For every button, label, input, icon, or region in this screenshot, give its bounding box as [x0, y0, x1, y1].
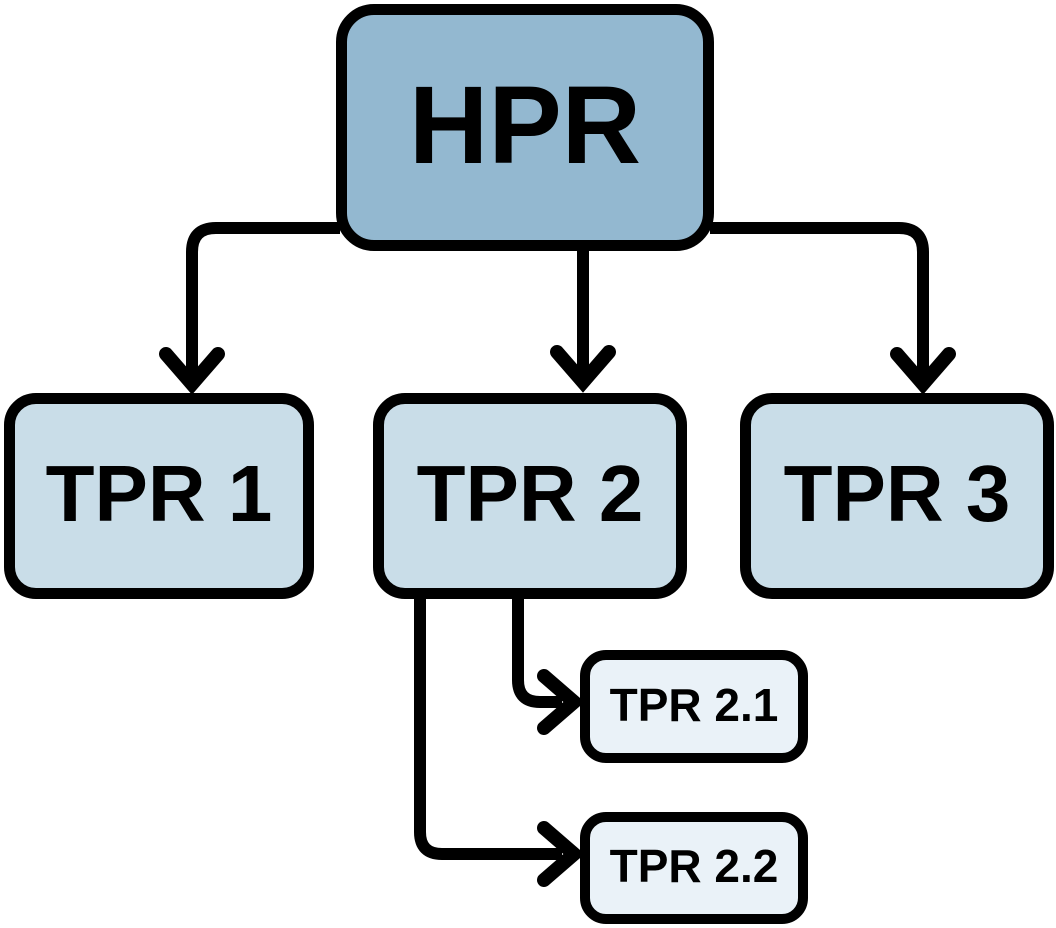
- node-tpr21-label: TPR 2.1: [609, 678, 779, 731]
- connector-hpr-tpr3: [710, 222, 956, 395]
- connector-hpr-tpr1: [159, 222, 340, 395]
- node-tpr21: TPR 2.1: [580, 650, 808, 763]
- node-tpr1-label: TPR 1: [45, 449, 273, 538]
- node-tpr3: TPR 3: [740, 393, 1054, 599]
- node-tpr3-label: TPR 3: [783, 449, 1011, 538]
- node-tpr22-label: TPR 2.2: [609, 840, 779, 892]
- node-tpr2: TPR 2: [373, 393, 687, 599]
- connector-hpr-tpr2: [550, 248, 616, 393]
- node-tpr22: TPR 2.2: [580, 812, 808, 924]
- node-hpr: HPR: [336, 4, 714, 251]
- connector-tpr2-tpr22: [414, 596, 585, 887]
- node-hpr-label: HPR: [408, 64, 642, 187]
- node-tpr1: TPR 1: [4, 393, 314, 599]
- connector-tpr2-tpr21: [512, 596, 585, 735]
- node-tpr2-label: TPR 2: [416, 449, 644, 538]
